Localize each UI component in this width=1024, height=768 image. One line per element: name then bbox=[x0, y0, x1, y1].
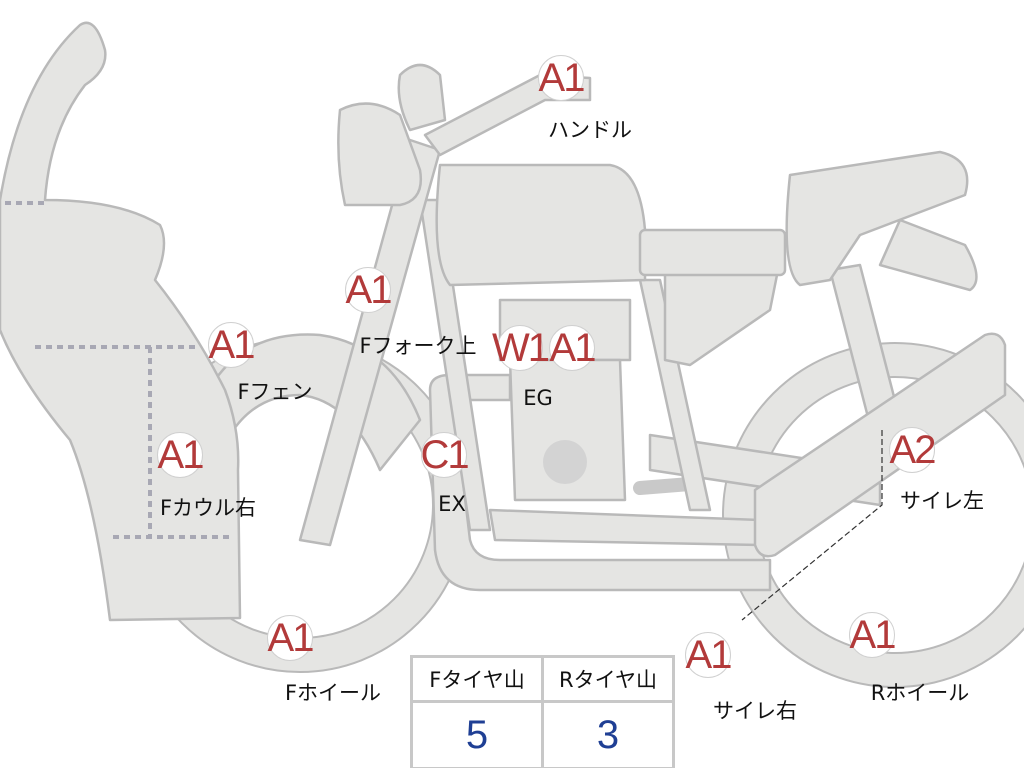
label-muffler-left: サイレ左 bbox=[900, 489, 984, 513]
seat bbox=[785, 150, 969, 287]
table-row: 5 3 bbox=[410, 700, 675, 768]
label-front-wheel: Fホイール bbox=[284, 681, 382, 705]
label-muffler-right: サイレ右 bbox=[713, 699, 797, 723]
grade-badge-front-fork-upper[interactable]: A1 bbox=[345, 267, 392, 313]
grade-badge-engine-a[interactable]: A1 bbox=[549, 325, 596, 371]
header-front-tire: Fタイヤ山 bbox=[410, 655, 544, 703]
label-front-fender: Fフェン bbox=[237, 380, 313, 404]
table-header-row: Fタイヤ山 Rタイヤ山 bbox=[410, 655, 675, 703]
grade-badge-front-cowl-right[interactable]: A1 bbox=[157, 432, 204, 478]
header-rear-tire: Rタイヤ山 bbox=[541, 655, 675, 703]
grade-badge-rear-wheel[interactable]: A1 bbox=[849, 612, 896, 658]
label-handlebar: ハンドル bbox=[548, 118, 632, 142]
grade-badge-front-wheel[interactable]: A1 bbox=[267, 615, 314, 661]
muffler bbox=[753, 332, 1007, 558]
rear-tire-value: 3 bbox=[541, 700, 675, 768]
main-frame bbox=[418, 198, 492, 532]
label-rear-wheel: Rホイール bbox=[870, 681, 970, 705]
label-exhaust: EX bbox=[438, 492, 466, 516]
fuel-tank bbox=[435, 163, 647, 287]
label-engine: EG bbox=[523, 386, 553, 410]
grade-badge-exhaust[interactable]: C1 bbox=[420, 432, 470, 478]
grade-badge-muffler-left[interactable]: A2 bbox=[889, 427, 936, 473]
label-front-cowl-right: Fカウル右 bbox=[159, 496, 257, 520]
tire-tread-table: Fタイヤ山 Rタイヤ山 5 3 bbox=[410, 655, 675, 768]
headlight bbox=[337, 102, 423, 207]
grade-badge-muffler-right[interactable]: A1 bbox=[685, 632, 732, 678]
front-tire-value: 5 bbox=[410, 700, 544, 768]
label-front-fork-upper: Fフォーク上 bbox=[359, 334, 477, 358]
front-cowl bbox=[0, 21, 242, 622]
grade-badge-front-fender[interactable]: A1 bbox=[208, 322, 255, 368]
grade-badge-handlebar[interactable]: A1 bbox=[538, 55, 585, 101]
grade-badge-engine-w[interactable]: W1 bbox=[492, 325, 550, 371]
front-fork bbox=[298, 138, 442, 547]
